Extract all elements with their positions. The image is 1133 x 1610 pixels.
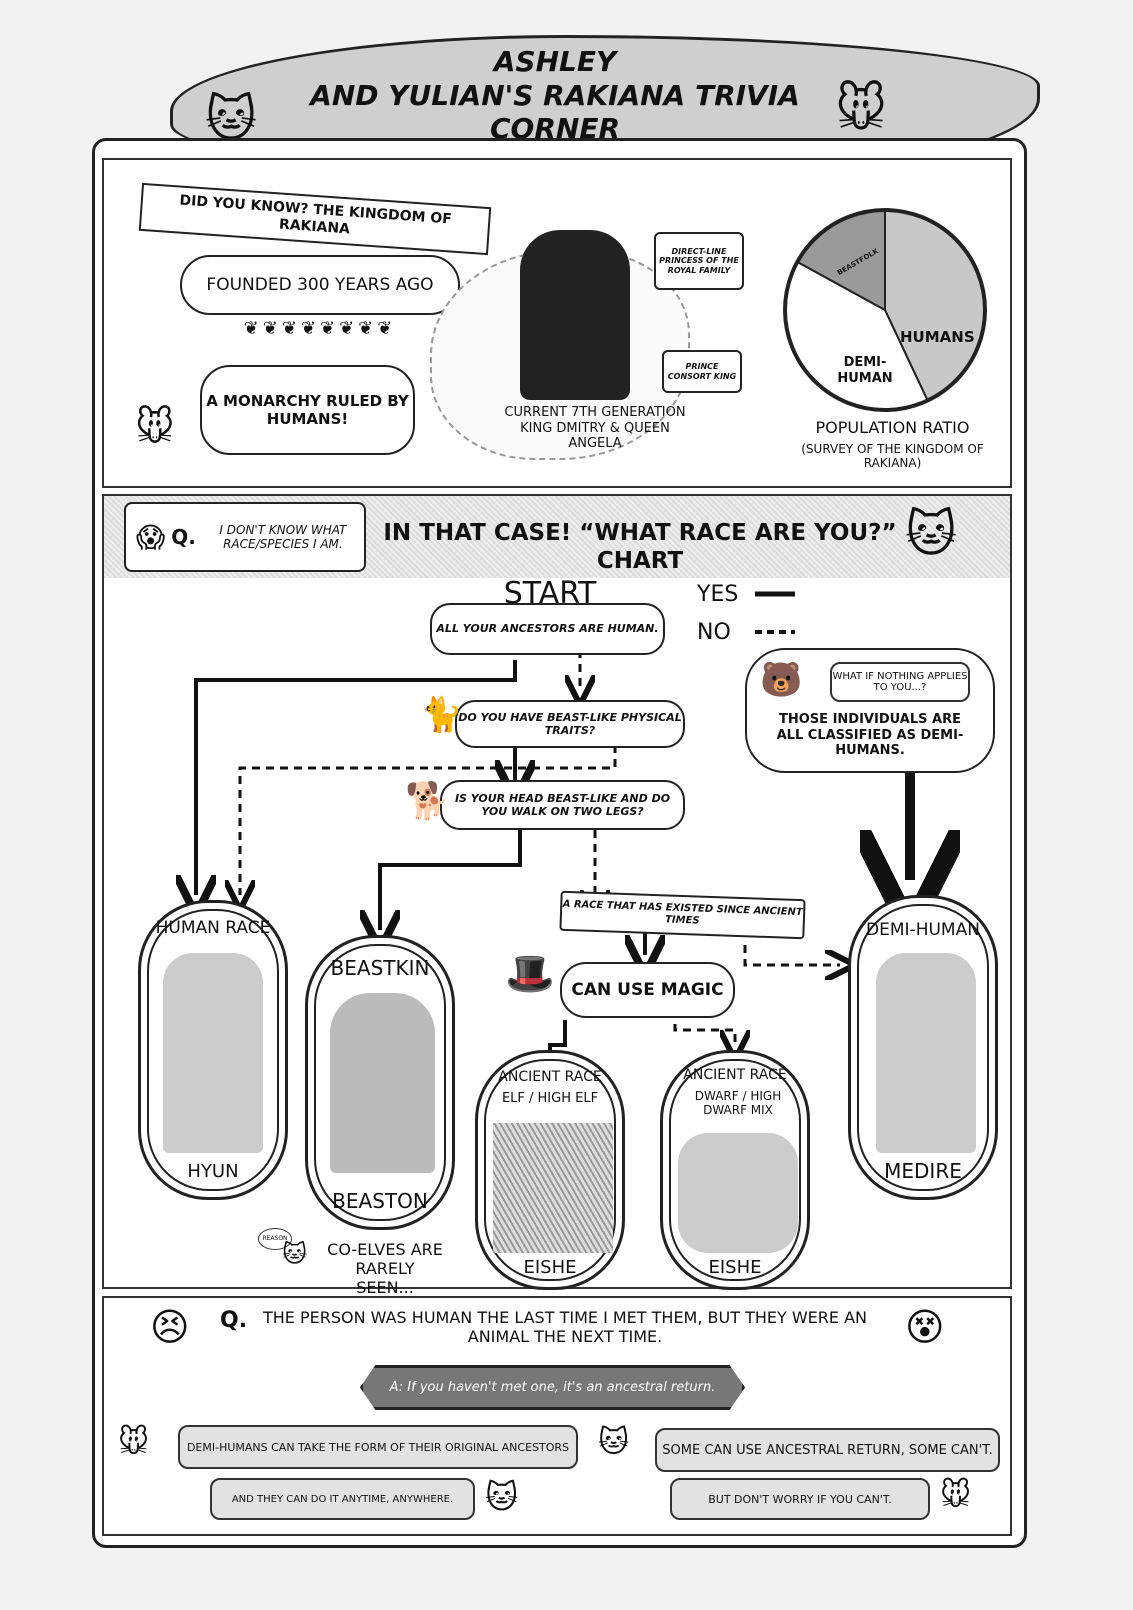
reason-tag: Reason (258, 1228, 292, 1250)
result-subtitle: Dwarf / High dwarf mix (694, 1089, 782, 1118)
result-title: Demi-human (866, 920, 980, 940)
result-name: Hyun (187, 1161, 239, 1183)
worried-girl-icon: 😵 (905, 1305, 945, 1349)
result-name: Beaston (332, 1189, 428, 1213)
king-queen-figure (520, 230, 630, 400)
bottom-question: The person was human the last time I met… (262, 1308, 868, 1347)
result-human-race: Human race Hyun (138, 900, 288, 1200)
princess-text: Direct-line princess of the royal family (659, 246, 739, 275)
population-pie-chart (783, 208, 987, 412)
worried-girl-icon: 😣 (150, 1305, 190, 1349)
bear-icon: 🐻 (760, 660, 803, 700)
result-dwarf: Ancient race Dwarf / High dwarf mix Eish… (660, 1050, 810, 1290)
consort-label: Prince consort king (662, 350, 742, 393)
page-title: Ashley and Yulian's Rakiana Trivia Corne… (250, 45, 860, 146)
founded-label: Founded 300 years ago (206, 274, 434, 295)
result-subtitle: Elf / High elf (501, 1091, 599, 1106)
monarchy-bubble: A monarchy ruled by humans! (200, 365, 415, 455)
bubble-text: And they can do it anytime, anywhere. (231, 1493, 454, 1505)
bubble-text: Some can use ancestral return, some can'… (662, 1442, 993, 1458)
answer-text: A: If you haven't met one, it's an ances… (389, 1379, 716, 1395)
bubble-text: But don't worry if you can't. (708, 1492, 892, 1506)
q5-text: Can use magic (571, 979, 724, 1000)
cat-icon: 🐱 (282, 1240, 308, 1268)
result-title: Ancient race (683, 1067, 787, 1083)
character-illustration (163, 953, 263, 1153)
question-magic: Can use magic (560, 962, 735, 1018)
result-name: Eishe (708, 1257, 762, 1279)
witch-hat-icon: 🎩 (505, 951, 555, 997)
nothing-question-bubble: What if nothing applies to you...? (830, 662, 970, 703)
laurel-decoration: ❦❦❦❦❦❦❦❦ (243, 318, 397, 339)
founded-text: Founded 300 years ago (180, 255, 460, 315)
princess-label: Direct-line princess of the royal family (654, 232, 744, 290)
character-illustration (876, 953, 976, 1153)
reason-text: Co-elves are rarely seen... (327, 1240, 443, 1298)
cat-icon: 🐱 (598, 1425, 630, 1460)
title-line-1: Ashley (493, 45, 617, 78)
q3-text: Is your head beast-like and do you walk … (454, 791, 671, 818)
answer-banner: A: If you haven't met one, it's an ances… (360, 1365, 745, 1410)
bubble-text: Demi-humans can take the form of their o… (186, 1440, 570, 1454)
result-title: Human race (155, 918, 271, 938)
cat-icon: 🐱 (485, 1478, 519, 1516)
screaming-face-icon: 😱 (136, 520, 166, 554)
result-beastkin: Beastkin Beaston (305, 935, 455, 1230)
chart-title: In that case! “What race are you?” chart (383, 520, 897, 574)
question-beast-traits: Do you have beast-like physical traits? (455, 700, 685, 748)
question-text: I don't know what race/species I am. (219, 522, 347, 551)
character-illustration (493, 1123, 613, 1253)
speech-bubble: Demi-humans can take the form of their o… (178, 1425, 578, 1469)
consort-text: Prince consort king (667, 361, 737, 381)
pie-label-humans: Humans (900, 328, 975, 346)
result-elf: Ancient race Elf / High elf Eishe (475, 1050, 625, 1290)
character-illustration (330, 993, 435, 1173)
title-line-2: and Yulian's Rakiana Trivia Corner (310, 78, 800, 146)
speech-bubble: But don't worry if you can't. (670, 1478, 930, 1520)
speech-bubble: And they can do it anytime, anywhere. (210, 1478, 475, 1520)
result-name: Eishe (523, 1257, 577, 1279)
mouse-icon: 🐭 (135, 405, 175, 449)
result-title: Beastkin (330, 956, 430, 980)
character-illustration (678, 1133, 798, 1253)
monarchy-text: A monarchy ruled by humans! (206, 392, 409, 428)
result-demi-human: Demi-human Medire (848, 895, 998, 1200)
question-beast-head: Is your head beast-like and do you walk … (440, 780, 685, 830)
legend-no: No (697, 620, 731, 645)
pie-outline (783, 208, 987, 412)
population-subtitle: (Survey of the Kingdom of Rakiana) (801, 442, 984, 471)
bottom-q-marker: Q. (220, 1308, 248, 1333)
q-marker: Q. (171, 525, 196, 549)
question-box: 😱 Q. I don't know what race/species I am… (124, 502, 366, 572)
question-ancient-race: A race that has existed since ancient ti… (559, 890, 806, 940)
speech-bubble: Some can use ancestral return, some can'… (655, 1428, 1000, 1472)
cat-face-icon: 🐱 (905, 505, 958, 563)
q2-text: Do you have beast-like physical traits? (458, 710, 682, 737)
q1-text: All your ancestors are human. (436, 622, 659, 636)
pie-label-demihuman: Demi-human (837, 355, 893, 386)
result-name: Medire (884, 1159, 962, 1183)
cat-illustration: 🐈 (420, 695, 463, 735)
mouse-face-icon: 🐭 (835, 80, 888, 138)
nothing-question-text: What if nothing applies to you...? (832, 671, 968, 694)
nothing-applies-cloud: What if nothing applies to you...? Those… (745, 648, 995, 773)
population-title: Population ratio (815, 418, 970, 437)
nothing-answer-text: Those individuals are all classified as … (776, 712, 964, 759)
mouse-icon: 🐭 (940, 1478, 972, 1513)
result-title: Ancient race (498, 1069, 602, 1085)
legend-yes: Yes (697, 582, 739, 607)
q4-text: A race that has existed since ancient ti… (562, 898, 803, 927)
mouse-icon: 🐭 (118, 1425, 150, 1460)
rulers-caption: Current 7th generation King Dmitry & Que… (504, 405, 686, 452)
question-ancestors: All your ancestors are human. (430, 603, 665, 655)
dog-illustration: 🐕 (405, 781, 450, 822)
